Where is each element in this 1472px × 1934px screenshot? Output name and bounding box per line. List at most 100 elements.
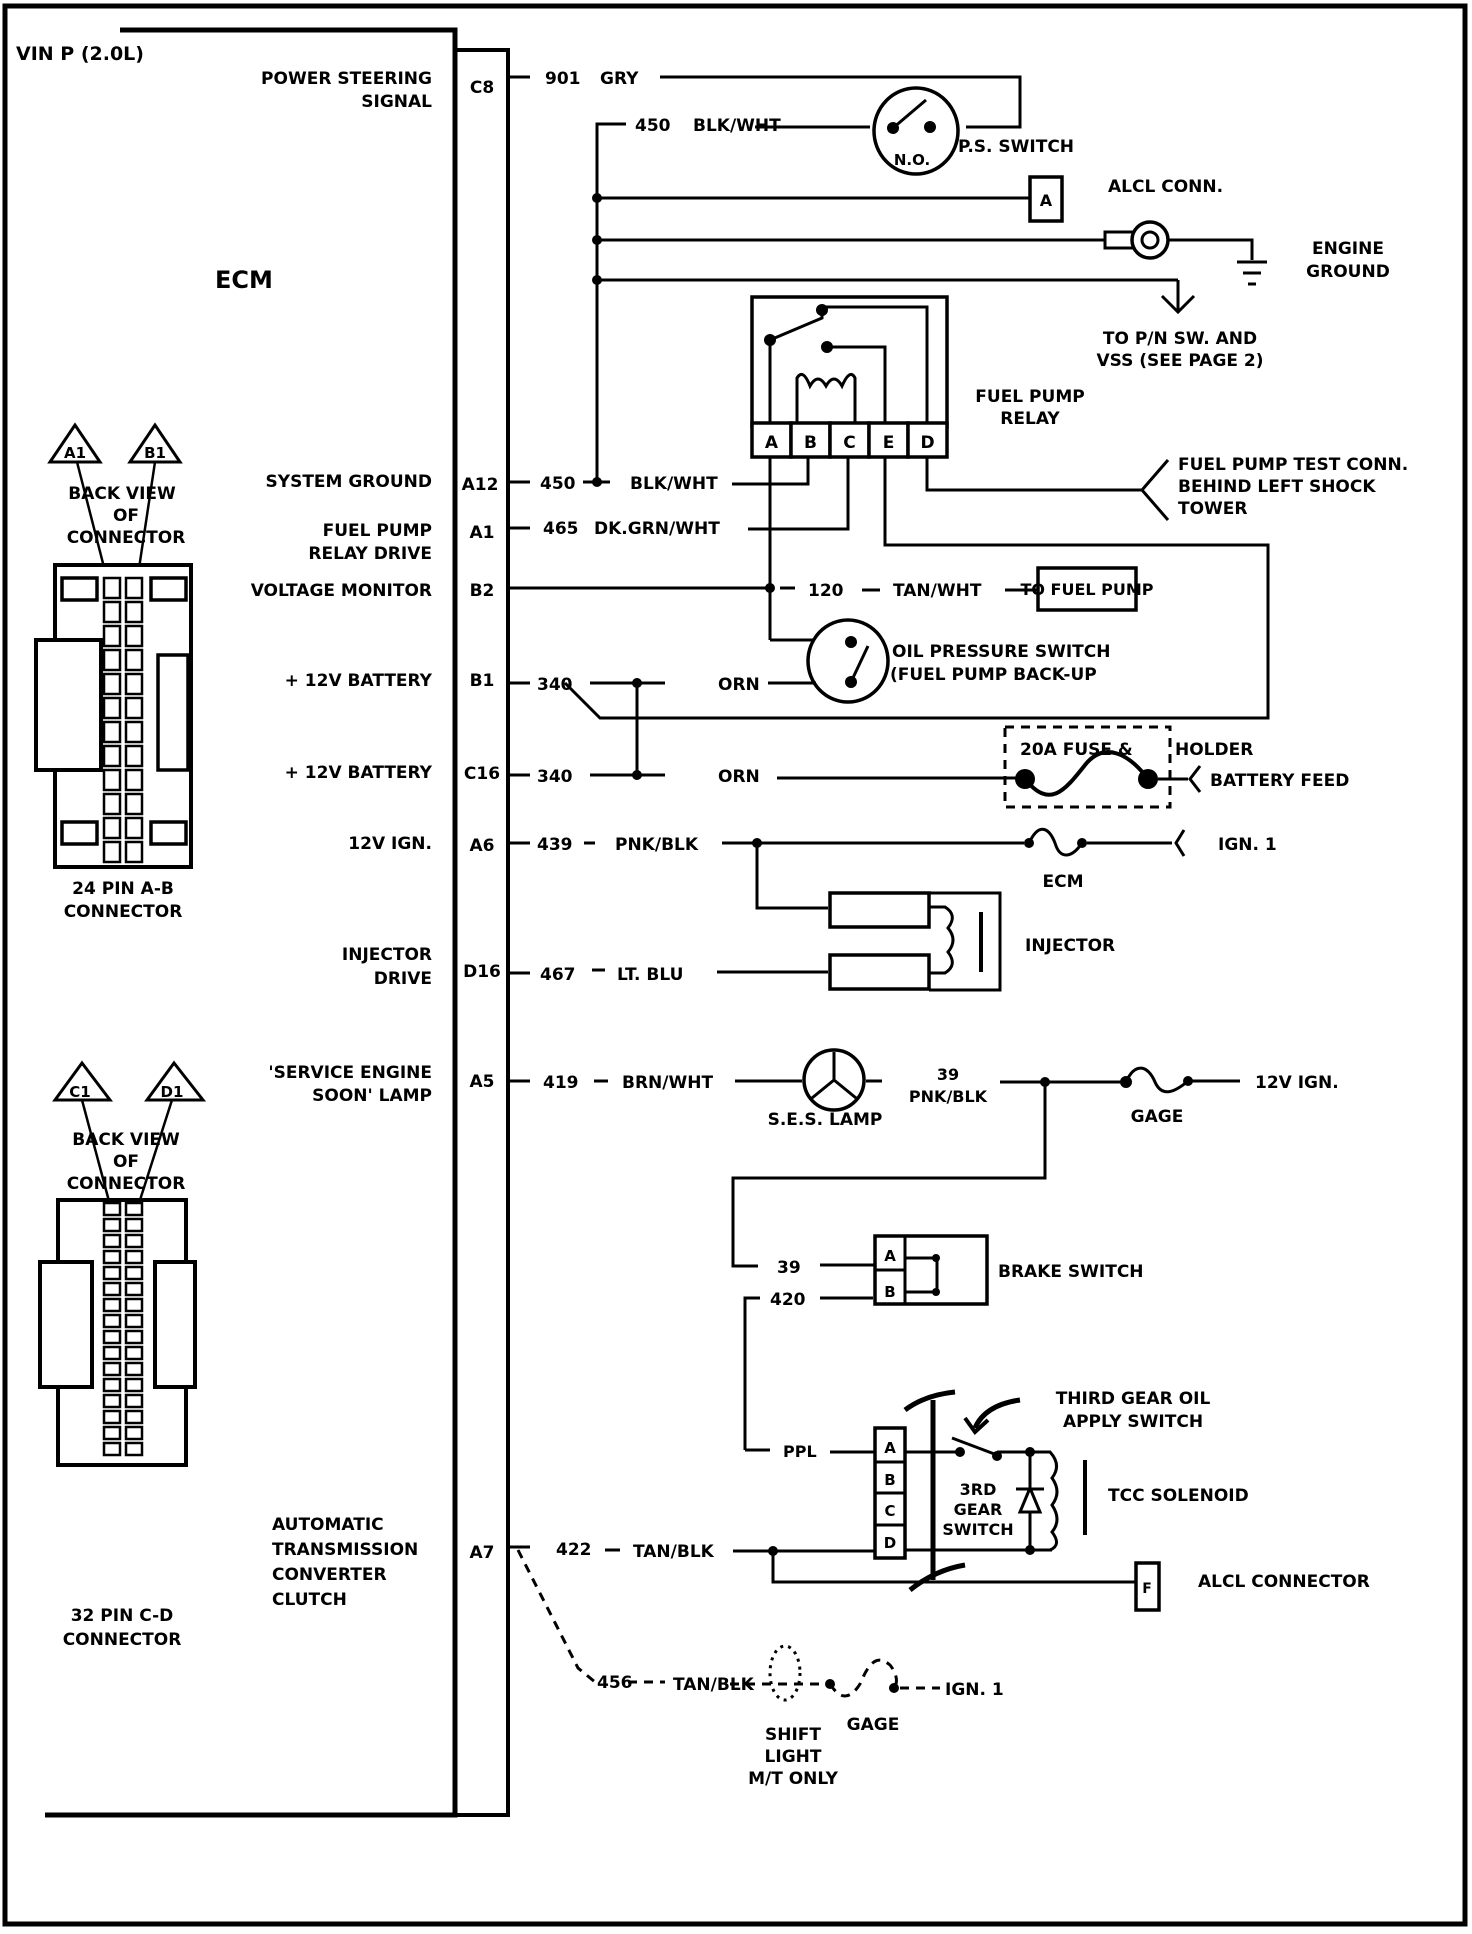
to-pn-line2: VSS (SEE PAGE 2)	[1096, 351, 1263, 371]
ecm-pin-strip	[453, 48, 510, 1817]
connector-pin	[124, 1249, 144, 1265]
a7-wire: TAN/BLK	[633, 1542, 715, 1562]
cd-view-line3: CONNECTOR	[67, 1174, 186, 1194]
c8-circuit-number: 901	[545, 69, 581, 89]
tag-c1: C1	[69, 1083, 90, 1101]
connector-pin	[124, 1329, 144, 1345]
trans-pin-c: C	[884, 1502, 895, 1520]
terminal-label-c16: + 12V BATTERY	[285, 763, 433, 783]
pin-c8: C8	[470, 78, 494, 98]
engine-ground-line1: ENGINE	[1312, 239, 1384, 259]
circuit-120: 120 TAN/WHT TO FUEL PUMP	[508, 457, 1154, 640]
connector-pin	[102, 1329, 122, 1345]
connector-pin	[102, 744, 122, 768]
brake-pin-b: B	[884, 1283, 895, 1301]
third-gear-inner-line3: SWITCH	[942, 1520, 1013, 1539]
trans-wire-a: PPL	[783, 1442, 817, 1461]
connector-pin	[102, 1265, 122, 1281]
connector-pin	[102, 1409, 122, 1425]
d16-wire: LT. BLU	[617, 965, 683, 985]
circuit-456-shift-light: 456 TAN/BLK IGN. 1 GAGE SHIFT LIGHT M/T …	[516, 1549, 1004, 1789]
connector-pin	[124, 1361, 144, 1377]
brake-switch-label: BRAKE SWITCH	[998, 1262, 1144, 1282]
connector-pin	[102, 1377, 122, 1393]
connector-pin	[124, 1345, 144, 1361]
pin-a12: A12	[462, 475, 499, 495]
ops-line1: OIL PRESSURE SWITCH	[892, 642, 1110, 662]
connector-pin	[124, 1233, 144, 1249]
ecm-terminal-labels: POWER STEERING SIGNAL SYSTEM GROUND FUEL…	[251, 69, 433, 1106]
terminal-label-b1: + 12V BATTERY	[285, 671, 433, 691]
d16-circuit: 467	[540, 965, 576, 985]
shift-label-line2: LIGHT	[765, 1747, 822, 1767]
connector-pin	[102, 1201, 122, 1217]
shift-label-line3: M/T ONLY	[748, 1769, 839, 1789]
connector-pin	[124, 1377, 144, 1393]
fuse-outside-label: HOLDER	[1175, 740, 1253, 760]
terminal-label-a7-line1: AUTOMATIC	[272, 1515, 384, 1535]
relay-pin-label: E	[883, 433, 895, 453]
gage-label: GAGE	[1131, 1107, 1184, 1127]
shift-circuit: 456	[597, 1673, 633, 1693]
connector-pin	[124, 816, 144, 840]
connector-pin	[124, 768, 144, 792]
terminal-label-a5-line2: SOON' LAMP	[312, 1086, 432, 1106]
b2-wire: TAN/WHT	[893, 581, 982, 601]
circuit-340: 340 ORN 340 ORN	[508, 675, 1025, 787]
relay-e-d-wiring: FUEL PUMP TEST CONN. BEHIND LEFT SHOCK T…	[563, 455, 1408, 720]
terminal-label-a6: 12V IGN.	[348, 834, 432, 854]
connector-pin	[102, 696, 122, 720]
b1-circuit: 340	[537, 675, 573, 695]
a5-wire: BRN/WHT	[622, 1073, 713, 1093]
terminal-label-a1-line2: RELAY DRIVE	[308, 544, 432, 564]
third-gear-line1: THIRD GEAR OIL	[1056, 1389, 1211, 1409]
circuit-901: 901 GRY	[508, 69, 1022, 129]
connector-pin	[102, 576, 122, 600]
connector-pin	[102, 1249, 122, 1265]
connector-pin	[124, 1313, 144, 1329]
connector-pin	[124, 1217, 144, 1233]
connector-pin	[124, 576, 144, 600]
connector-pin	[102, 816, 122, 840]
fuse-holder-20a: 20A FUSE & HOLDER BATTERY FEED	[1003, 725, 1349, 809]
ps-wire: BLK/WHT	[693, 116, 781, 136]
ps-circuit: 450	[635, 116, 671, 136]
connector-pin	[124, 696, 144, 720]
connector-pin	[124, 624, 144, 648]
relay-pin-cell	[750, 421, 793, 459]
a6-wire: PNK/BLK	[615, 835, 699, 855]
cd-name-line1: 32 PIN C-D	[71, 1606, 174, 1626]
tag-d1: D1	[161, 1083, 184, 1101]
trans-pin-a: A	[884, 1439, 896, 1457]
pin-c16: C16	[464, 764, 500, 784]
pin-a1: A1	[470, 523, 495, 543]
tcc-solenoid-label: TCC SOLENOID	[1108, 1486, 1249, 1506]
connector-pin	[102, 648, 122, 672]
connector-pin	[102, 1217, 122, 1233]
brake-circuit-b: 420	[770, 1290, 806, 1310]
connector-ab: A1 B1 BACK VIEW OF CONNECTOR 24 PIN A-B …	[34, 422, 193, 922]
relay-pin-cell	[906, 421, 949, 459]
connector-pin	[124, 648, 144, 672]
connector-pin	[102, 624, 122, 648]
shift-label-line1: SHIFT	[765, 1725, 821, 1745]
pin-a7: A7	[470, 1543, 495, 1563]
c8-wire-color: GRY	[600, 69, 639, 89]
tag-a1-triangle	[47, 422, 103, 464]
third-gear-inner-line1: 3RD	[960, 1480, 997, 1499]
a6-circuit: 439	[537, 835, 573, 855]
ecm-terminal-label-a7: AUTOMATIC TRANSMISSION CONVERTER CLUTCH	[272, 1515, 418, 1610]
relay-pin-label: A	[765, 433, 779, 453]
connector-pin	[102, 672, 122, 696]
third-gear-line2: APPLY SWITCH	[1063, 1412, 1203, 1432]
shift-light-bulb	[768, 1644, 802, 1702]
ops-line2: (FUEL PUMP BACK-UP	[890, 665, 1097, 685]
ses-lamp-label: S.E.S. LAMP	[768, 1110, 883, 1130]
cd-name-line2: CONNECTOR	[63, 1630, 182, 1650]
relay-pin-label: D	[920, 433, 934, 453]
c16-wire: ORN	[718, 767, 760, 787]
connector-pin	[124, 1265, 144, 1281]
battery-feed-label: BATTERY FEED	[1210, 771, 1349, 791]
connector-pin	[102, 720, 122, 744]
